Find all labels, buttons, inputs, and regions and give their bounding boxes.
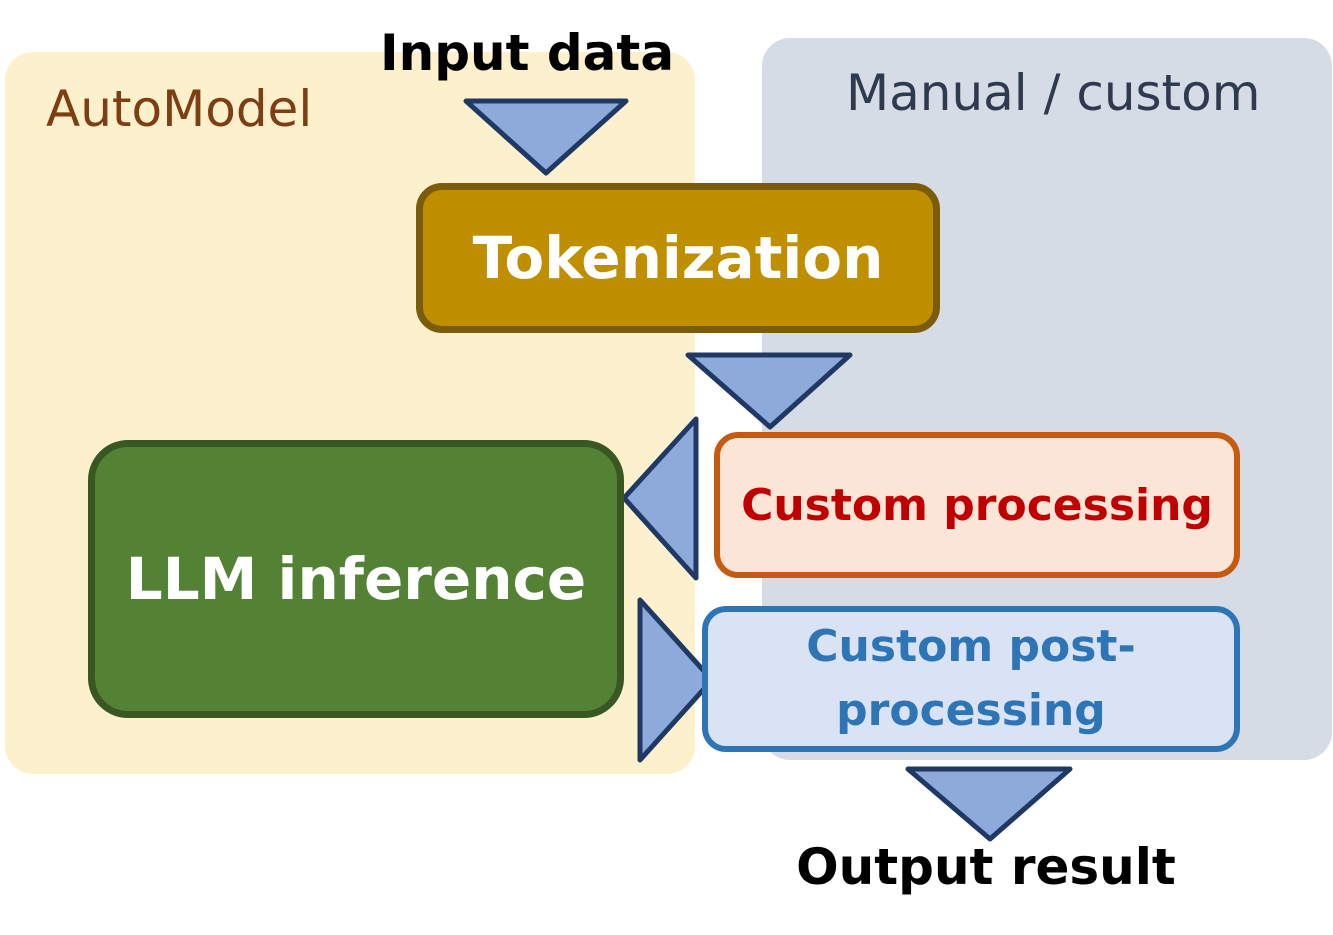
arrow-input-to-tokenization	[463, 98, 629, 176]
arrow-post-to-output	[905, 766, 1073, 842]
tokenization-box: Tokenization	[416, 183, 940, 333]
input-data-label: Input data	[380, 24, 675, 82]
arrow-tokenization-to-custom	[685, 352, 853, 430]
llm-inference-box: LLM inference	[88, 440, 624, 718]
custom-post-processing-label-line2: processing	[836, 685, 1106, 736]
output-result-label: Output result	[796, 838, 1176, 896]
automodel-label: AutoModel	[46, 80, 313, 138]
custom-post-processing-label-line1: Custom post-	[806, 621, 1136, 672]
custom-processing-box: Custom processing	[714, 432, 1240, 578]
llm-inference-label: LLM inference	[125, 545, 587, 613]
custom-post-processing-box: Custom post- processing	[702, 606, 1240, 752]
manual-custom-label: Manual / custom	[846, 64, 1261, 122]
custom-processing-label: Custom processing	[741, 479, 1213, 531]
tokenization-label: Tokenization	[472, 224, 884, 292]
arrow-llm-to-post	[637, 597, 715, 763]
arrow-custom-to-llm	[621, 416, 699, 581]
